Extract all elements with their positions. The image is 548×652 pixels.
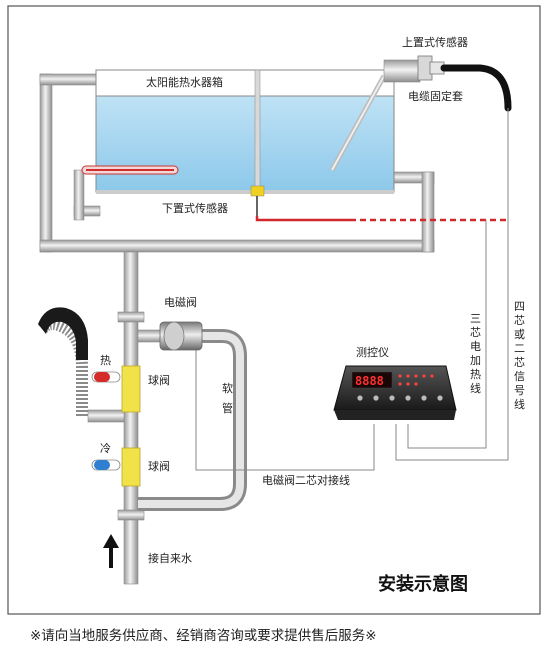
controller-label: 测控仪	[356, 345, 389, 359]
controller-display: 8888	[355, 374, 384, 388]
water-inlet-label: 接自来水	[148, 552, 192, 565]
svg-text:三: 三	[470, 312, 481, 325]
svg-text:芯: 芯	[514, 313, 525, 327]
ball-valve-cold-label: 球阀	[148, 459, 170, 473]
svg-text:芯: 芯	[514, 355, 525, 369]
water-tank: 太阳能热水器箱	[95, 69, 395, 194]
soft-pipe-label-1: 软	[222, 381, 233, 395]
svg-text:线: 线	[470, 381, 481, 395]
svg-text:四: 四	[514, 300, 525, 313]
hot-label: 热	[100, 354, 111, 367]
heating-wire-label: 三 芯 电 加 热 线	[470, 312, 481, 395]
diagram-frame	[7, 5, 541, 615]
solenoid-valve	[159, 321, 203, 351]
svg-text:号: 号	[514, 384, 525, 397]
svg-text:或: 或	[514, 328, 525, 341]
ball-valve-hot	[91, 365, 141, 413]
top-sensor	[329, 55, 445, 172]
svg-text:芯: 芯	[470, 325, 481, 339]
shower-hose	[37, 307, 88, 416]
svg-text:电: 电	[470, 340, 481, 353]
top-sensor-label: 上置式传感器	[402, 36, 468, 49]
soft-hose	[138, 329, 247, 511]
svg-text:二: 二	[514, 342, 525, 355]
svg-text:加: 加	[470, 354, 481, 367]
diagram-title: 安装示意图	[378, 573, 468, 595]
pipe-network	[39, 73, 435, 585]
water-inlet-arrow	[103, 534, 119, 568]
signal-wire-label: 四 芯 或 二 芯 信 号 线	[514, 300, 525, 411]
solenoid-valve-label: 电磁阀	[164, 295, 197, 309]
tank-label: 太阳能热水器箱	[146, 75, 223, 89]
cable-clamp-label: 电缆固定套	[408, 89, 463, 103]
electric-heater	[73, 165, 179, 221]
ball-valve-cold	[91, 447, 141, 487]
soft-pipe-label-2: 管	[222, 401, 233, 415]
heater-wire	[255, 216, 508, 222]
svg-text:热: 热	[470, 368, 481, 381]
signal-wires	[195, 108, 509, 471]
footer-note: ※请向当地服务供应商、经销商咨询或要求提供售后服务※	[30, 627, 377, 644]
cold-label: 冷	[100, 442, 111, 455]
svg-text:线: 线	[514, 397, 525, 411]
bottom-sensor-label: 下置式传感器	[162, 202, 228, 215]
top-sensor-cable	[440, 64, 512, 112]
svg-text:信: 信	[514, 370, 525, 383]
solenoid-wire-label: 电磁阀二芯对接线	[262, 473, 350, 487]
ball-valve-hot-label: 球阀	[148, 373, 170, 387]
controller-device: 8888	[333, 365, 457, 420]
